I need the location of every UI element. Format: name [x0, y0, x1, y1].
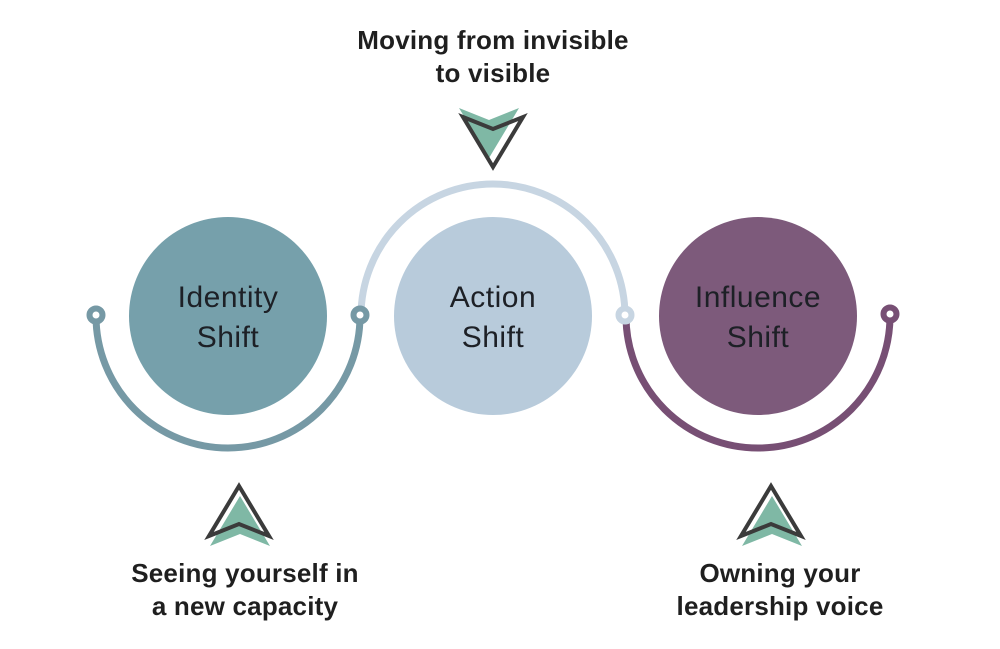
up-arrow-left-fill [210, 496, 270, 546]
connector-dot-action-influence [615, 305, 635, 325]
action-circle [394, 217, 592, 415]
caption-bottom-left-line2: a new capacity [151, 591, 339, 621]
caption-top-line1: Moving from invisible [357, 25, 629, 55]
caption-bottom-right-line2: leadership voice [676, 591, 884, 621]
down-arrow-icon [458, 108, 528, 171]
identity-circle [129, 217, 327, 415]
down-arrow-outline [458, 112, 528, 171]
action-arc [357, 180, 629, 320]
up-arrow-right-fill [742, 496, 802, 546]
influence-label-line1: Influence [695, 281, 821, 314]
connector-dot-identity-action [350, 305, 370, 325]
influence-circle [659, 217, 857, 415]
caption-top-line2: to visible [435, 58, 551, 88]
action-label-line2: Shift [462, 321, 525, 354]
caption-bottom-right: Owning your leadership voice [580, 557, 980, 623]
up-arrow-left-icon [204, 482, 274, 546]
connector-dot-far-left [86, 305, 106, 325]
influence-arc [622, 312, 894, 452]
down-arrow-fill [459, 108, 519, 158]
up-arrow-left-outline [204, 482, 274, 541]
influence-label-line2: Shift [727, 321, 790, 354]
caption-bottom-left: Seeing yourself in a new capacity [45, 557, 445, 623]
connector-dot-far-right [880, 304, 900, 324]
action-label-line1: Action [450, 281, 536, 314]
identity-label-line2: Shift [197, 321, 260, 354]
identity-label-line1: Identity [178, 281, 279, 314]
identity-arc [92, 312, 364, 452]
caption-top: Moving from invisible to visible [293, 24, 693, 90]
caption-bottom-left-line1: Seeing yourself in [131, 558, 359, 588]
up-arrow-right-outline [736, 482, 806, 541]
caption-bottom-right-line1: Owning your [699, 558, 861, 588]
up-arrow-right-icon [736, 482, 806, 546]
